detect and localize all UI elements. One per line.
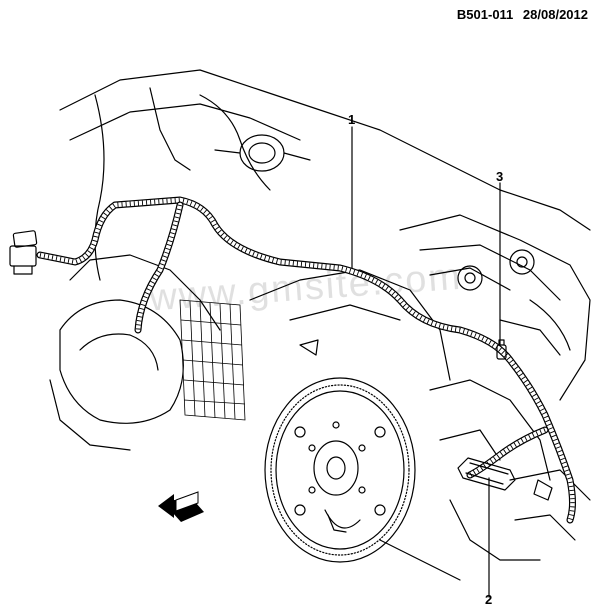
diagram-code: B501-011 [456,7,514,22]
callout-3: 3 [496,169,504,184]
wiring-harness [36,196,576,524]
callout-1: 1 [348,112,356,127]
diagram-date: 28/08/2012 [522,7,588,22]
harness-end-connector [9,230,38,275]
flywheel-icon [264,377,416,563]
diagram-reference: B501-011 28/08/2012 [451,7,588,22]
front-arrow-icon [158,491,204,522]
callout-2: 2 [485,592,493,607]
harness-clip-icon [496,339,507,360]
cooling-fan-grid [179,299,246,421]
connector-icon [457,457,553,501]
engine-block-icon [49,69,591,581]
